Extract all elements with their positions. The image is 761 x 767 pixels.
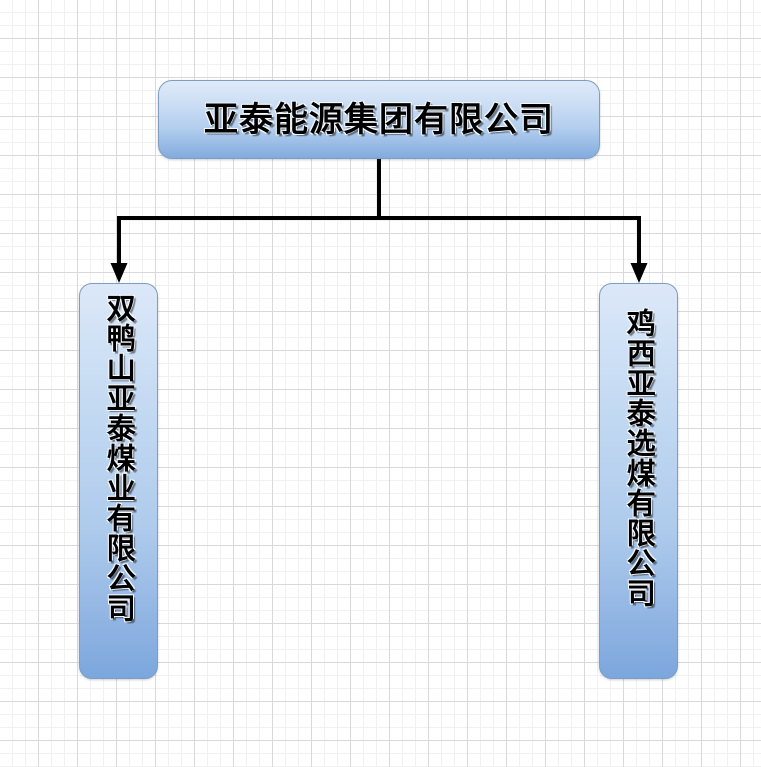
arrowhead-left-icon bbox=[110, 263, 128, 283]
org-node-child-right[interactable]: 鸡西亚泰选煤有限公司 bbox=[599, 283, 678, 679]
org-node-child-right-label: 鸡西亚泰选煤有限公司 bbox=[622, 308, 657, 608]
arrowhead-right-icon bbox=[630, 263, 648, 283]
org-node-root[interactable]: 亚泰能源集团有限公司 bbox=[158, 80, 600, 159]
org-node-child-left-label: 双鸭山亚泰煤业有限公司 bbox=[102, 293, 137, 623]
org-node-root-label: 亚泰能源集团有限公司 bbox=[204, 99, 554, 140]
org-node-child-left[interactable]: 双鸭山亚泰煤业有限公司 bbox=[79, 283, 158, 679]
